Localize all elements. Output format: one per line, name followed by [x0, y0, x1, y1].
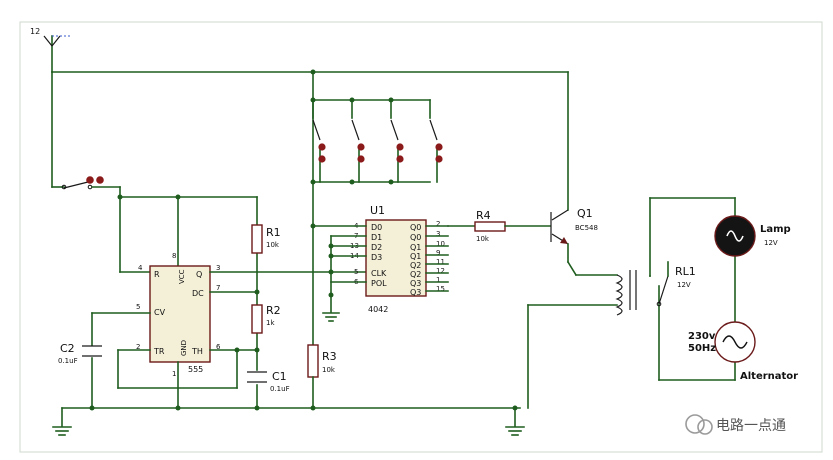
555-num-cv: 5 [136, 303, 140, 311]
555-pin-dc: DC [192, 289, 204, 298]
supply-label: 12 [30, 27, 40, 36]
resistor-r2: R2 1k [251, 304, 281, 334]
alternator-name: Alternator [740, 371, 798, 382]
ground-bus [61, 405, 521, 427]
r3-ref: R3 [322, 350, 337, 363]
u1-left-label-3: D3 [371, 253, 382, 262]
capacitor-c2: C2 0.1uF [58, 342, 102, 365]
vcc-rail [117, 194, 258, 267]
transistor-q1: Q1 BC548 [550, 207, 598, 263]
u1-left-label-2: D2 [371, 243, 382, 252]
c2-ref: C2 [60, 342, 75, 355]
u1-right-num-3: 9 [436, 249, 440, 257]
u1-right-label-0: Q0 [410, 223, 421, 232]
relay-rl1: RL1 12V [527, 197, 696, 409]
555-pin-q: Q [196, 270, 202, 279]
555-num-tr: 2 [136, 343, 140, 351]
555-num-gnd: 1 [172, 370, 176, 378]
u1-ref: U1 [370, 204, 385, 217]
power-switch [51, 71, 151, 273]
top-rail [51, 69, 569, 211]
watermark-text: 电路一点通 [716, 418, 786, 434]
supply-terminal: 12 [30, 27, 70, 73]
r1-value: 10k [266, 241, 280, 249]
555-pin-cv: CV [154, 308, 166, 317]
555-pin-vcc: VCC [178, 269, 186, 284]
resistor-r4: R4 10k [474, 209, 551, 243]
555-pin-r: R [154, 270, 160, 279]
u1-left-label-1: D1 [371, 233, 382, 242]
u1-right-label-4: Q2 [410, 261, 421, 270]
capacitor-c1: C1 0.1uF [247, 370, 290, 393]
u1-right-num-0: 2 [436, 220, 440, 228]
ground-symbol-left [52, 426, 72, 436]
555-pin-gnd: GND [180, 340, 188, 356]
dip-switch-4 [429, 99, 443, 183]
r3-value: 10k [322, 366, 336, 374]
dip-switch-3 [390, 99, 404, 183]
u1-left-label-5: POL [371, 279, 387, 288]
c2-value: 0.1uF [58, 357, 78, 365]
q1-value: BC548 [575, 224, 598, 232]
u1-name: 4042 [368, 305, 388, 314]
lamp-value: 12V [764, 239, 778, 247]
dip-switch-1 [312, 99, 326, 183]
u1-left-label-0: D0 [371, 223, 382, 232]
lamp: Lamp 12V [714, 215, 791, 257]
watermark: 电路一点通 [685, 414, 786, 435]
dip-switch-bank [310, 71, 443, 346]
rl1-ref: RL1 [675, 265, 696, 278]
u1-right-label-3: Q1 [410, 252, 421, 261]
rl1-value: 12V [677, 281, 691, 289]
u1-right-num-4: 11 [436, 258, 445, 266]
555-num-q: 3 [216, 264, 220, 272]
lamp-name: Lamp [760, 224, 791, 235]
u1-right-num-1: 3 [436, 230, 440, 238]
ic-4042-wiring [310, 223, 476, 322]
555-num-th: 6 [216, 343, 221, 351]
555-pin-tr: TR [153, 347, 165, 356]
u1-right-num-7: 15 [436, 285, 445, 293]
q1-ref: Q1 [577, 207, 593, 220]
u1-right-num-6: 1 [436, 276, 440, 284]
ic-555-wiring [91, 252, 367, 409]
load-loop [649, 197, 736, 381]
u1-right-num-2: 10 [436, 240, 445, 248]
frame [19, 21, 823, 453]
r4-ref: R4 [476, 209, 491, 222]
555-num-dc: 7 [216, 284, 220, 292]
u1-left-num-4: 5 [354, 268, 358, 276]
u1-right-num-5: 12 [436, 267, 445, 275]
r4-value: 10k [476, 235, 490, 243]
c1-ref: C1 [272, 370, 287, 383]
ic-555: R Q VCC DC CV TR TH GND 555 4 8 3 7 5 2 … [136, 252, 221, 378]
r2-ref: R2 [266, 304, 281, 317]
555-pin-th: TH [191, 347, 203, 356]
u1-right-label-7: Q3 [410, 288, 421, 297]
u1-right-label-5: Q2 [410, 270, 421, 279]
555-num-vcc: 8 [172, 252, 176, 260]
ic-4042: U1 4042 D0 D1 D2 D3 CLK POL 4 7 13 14 5 … [350, 204, 445, 314]
resistor-r1: R1 10k [251, 224, 281, 254]
alternator-frequency: 50Hz [688, 343, 716, 354]
u1-right-label-1: Q0 [410, 233, 421, 242]
555-num-r: 4 [138, 264, 143, 272]
u1-left-label-4: CLK [371, 269, 387, 278]
alternator-voltage: 230v [688, 331, 716, 342]
u1-right-label-6: Q3 [410, 279, 421, 288]
resistor-r3: R3 10k [307, 344, 337, 409]
r1-ref: R1 [266, 226, 281, 239]
alternator: 230v 50Hz Alternator [688, 321, 798, 382]
ground-symbol-right [505, 426, 525, 436]
c1-value: 0.1uF [270, 385, 290, 393]
r2-value: 1k [266, 319, 275, 327]
555-name: 555 [188, 365, 203, 374]
dip-switch-2 [351, 99, 365, 183]
u1-right-label-2: Q1 [410, 243, 421, 252]
